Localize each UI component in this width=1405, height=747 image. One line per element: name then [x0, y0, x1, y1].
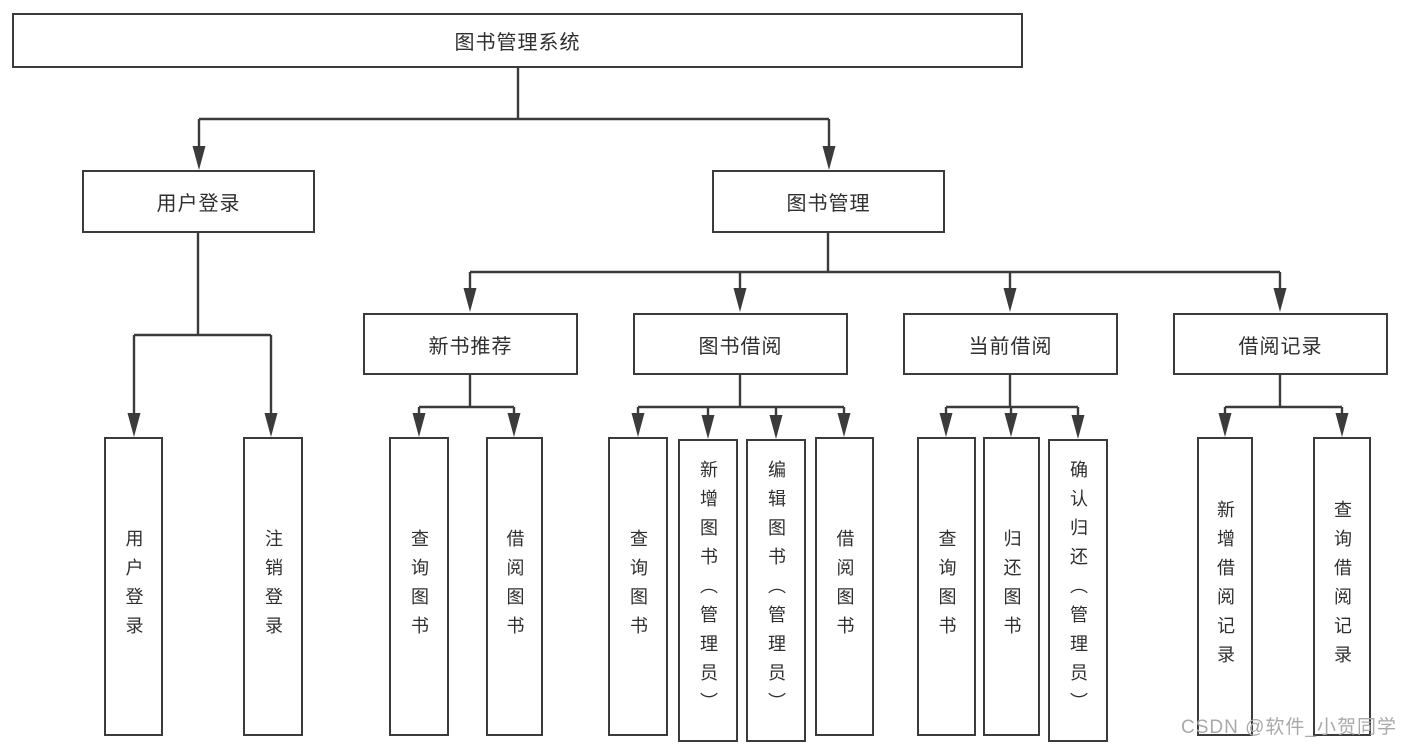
- node-label: 借阅记录: [1238, 335, 1323, 358]
- node-new-book-recommend: 新书推荐: [363, 313, 578, 375]
- arrowhead: [1004, 413, 1018, 437]
- leaf-edit-books-admin: 编辑图书（管理员）: [746, 439, 806, 742]
- arrowhead: [1218, 413, 1232, 437]
- leaf-query-borrow-record: 查询借阅记录: [1313, 437, 1371, 736]
- node-label: 查询图书: [628, 528, 648, 645]
- arrowhead: [192, 146, 206, 170]
- node-book-management-module: 图书管理: [712, 170, 945, 233]
- node-label: 当前借阅: [968, 335, 1053, 358]
- node-label: 图书管理: [786, 193, 871, 215]
- arrowhead: [769, 415, 783, 439]
- node-label: 新增借阅记录: [1215, 499, 1235, 674]
- connector-bookborrow-to-leaves: [636, 375, 846, 419]
- arrowhead: [701, 415, 715, 439]
- connector-root-to-level2: [197, 68, 831, 150]
- arrowhead: [939, 413, 953, 437]
- arrowhead: [1335, 413, 1349, 437]
- csdn-watermark: CSDN @软件_小贺同学: [1181, 717, 1397, 738]
- node-borrowing-records: 借阅记录: [1173, 313, 1388, 375]
- node-label: 新书推荐: [428, 335, 513, 358]
- leaf-return-books: 归还图书: [983, 437, 1040, 736]
- arrowhead: [264, 413, 278, 437]
- node-label: 注销登录: [263, 528, 283, 645]
- connector-bookmgmt-to-level3: [468, 233, 1282, 292]
- leaf-borrow-books: 借阅图书: [815, 437, 874, 736]
- node-label: 用户登录: [123, 528, 144, 645]
- node-label: 查询借阅记录: [1332, 499, 1352, 674]
- node-label: 借阅图书: [504, 528, 525, 645]
- connector-borrowrecord-to-leaves: [1223, 375, 1344, 417]
- node-label: 归还图书: [1001, 528, 1022, 645]
- leaf-query-books-recommend: 查询图书: [389, 437, 449, 736]
- node-book-borrowing: 图书借阅: [633, 313, 848, 375]
- leaf-confirm-return-admin: 确认归还（管理员）: [1048, 439, 1108, 742]
- arrowhead: [1071, 415, 1085, 439]
- arrowhead: [463, 288, 477, 312]
- node-label: 图书管理系统: [454, 32, 581, 54]
- arrowhead: [507, 413, 521, 437]
- connector-currentborrow-to-leaves: [944, 375, 1080, 419]
- leaf-add-books-admin: 新增图书（管理员）: [678, 439, 738, 742]
- node-label: 图书借阅: [698, 335, 783, 358]
- arrowhead: [837, 413, 851, 437]
- node-current-borrowing: 当前借阅: [903, 313, 1118, 375]
- connector-newrec-to-leaves: [417, 375, 516, 417]
- arrowhead: [1003, 288, 1017, 312]
- arrowhead: [412, 413, 426, 437]
- leaf-borrow-books-recommend: 借阅图书: [486, 437, 543, 736]
- leaf-query-books-borrow: 查询图书: [608, 437, 668, 736]
- connector-userlogin-to-leaves: [132, 233, 273, 417]
- arrowhead: [822, 146, 836, 170]
- node-label: 查询图书: [409, 528, 429, 645]
- node-label: 借阅图书: [834, 528, 855, 645]
- node-label: 用户登录: [156, 193, 241, 215]
- node-label: 编辑图书（管理员）: [766, 460, 786, 721]
- node-label: 确认归还（管理员）: [1068, 460, 1088, 721]
- leaf-logout: 注销登录: [243, 437, 303, 736]
- leaf-query-books-current: 查询图书: [917, 437, 976, 736]
- arrowhead: [1273, 288, 1287, 312]
- leaf-user-login: 用户登录: [104, 437, 163, 736]
- node-label: 查询图书: [936, 528, 957, 645]
- node-user-login-module: 用户登录: [82, 170, 315, 233]
- node-root-library-system: 图书管理系统: [12, 13, 1023, 68]
- leaf-add-borrow-record: 新增借阅记录: [1197, 437, 1253, 736]
- arrowhead: [127, 413, 141, 437]
- arrowhead: [631, 413, 645, 437]
- node-label: 新增图书（管理员）: [698, 460, 718, 721]
- arrowhead: [733, 288, 747, 312]
